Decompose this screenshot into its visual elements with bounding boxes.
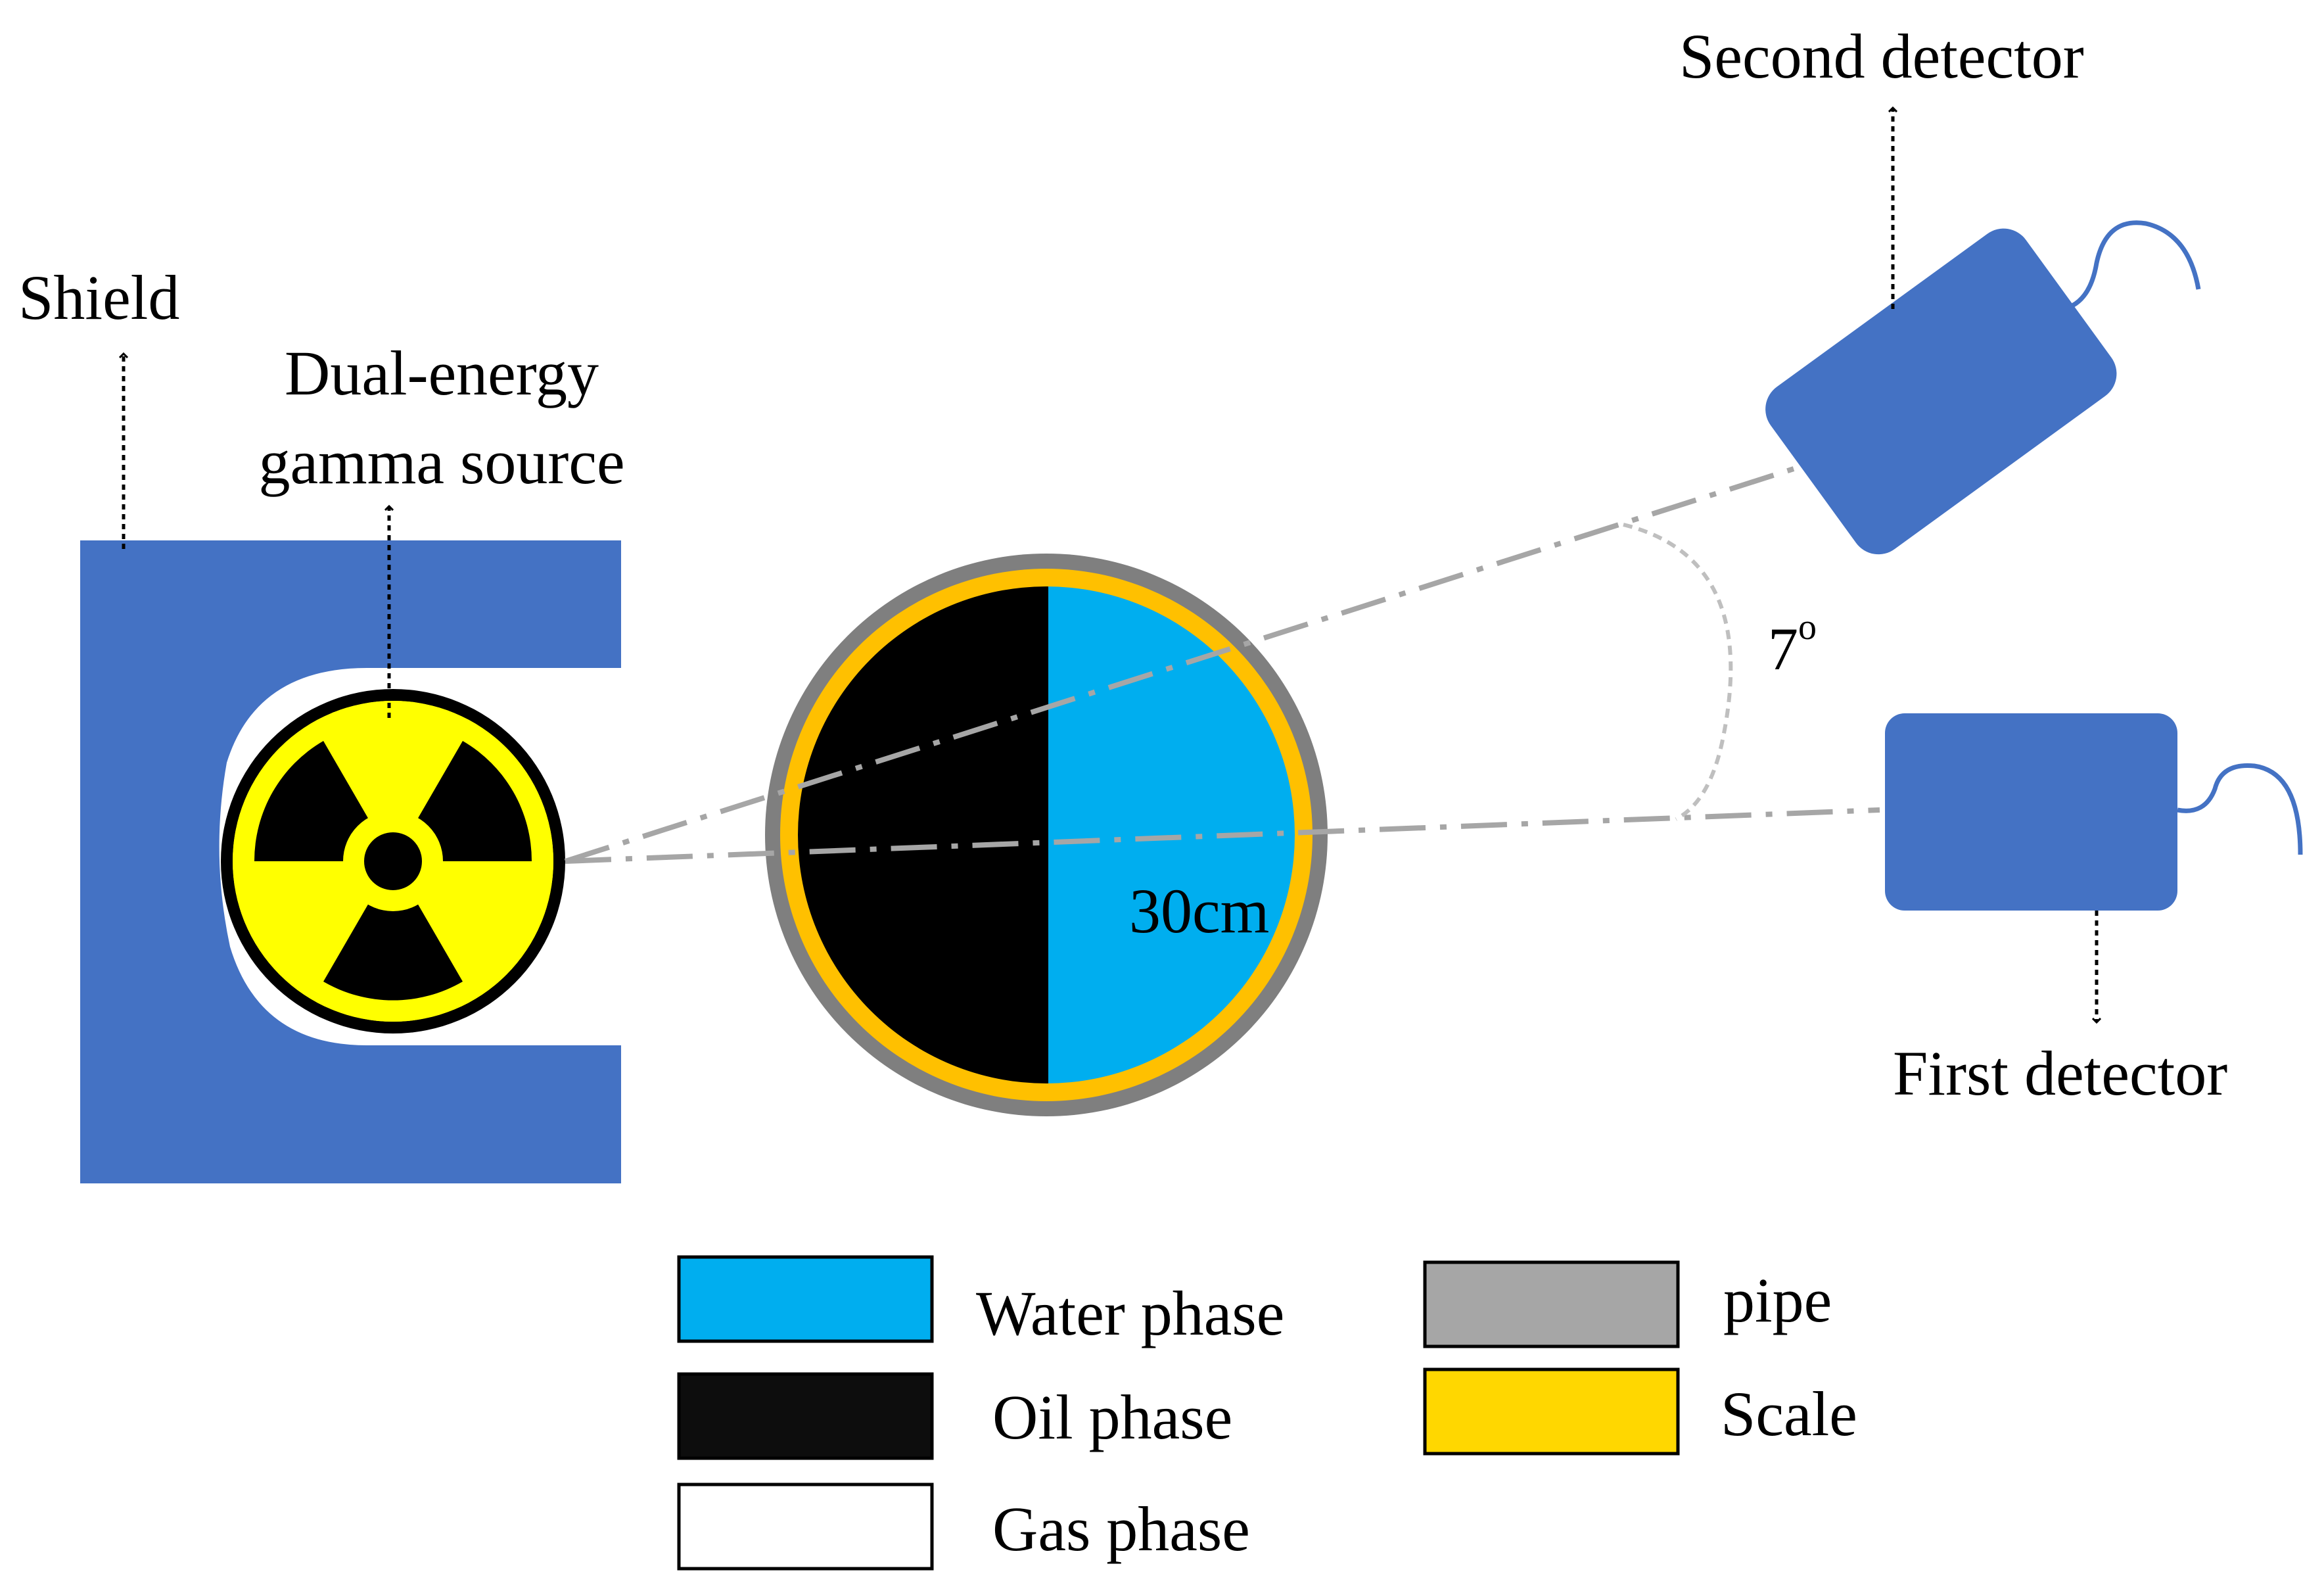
legend-swatch-water-phase <box>677 1255 934 1343</box>
legend-swatch-oil-phase <box>677 1372 934 1460</box>
angle-degree-symbol: o <box>1798 607 1817 648</box>
legend-swatch-scale <box>1423 1367 1680 1456</box>
detector-with-cable-icon <box>1885 713 2177 911</box>
first-detector: First detector <box>1885 713 2303 1108</box>
legend-label-pipe: pipe <box>1723 1265 1832 1335</box>
first-detector-label: First detector <box>1893 1038 2227 1108</box>
detector-with-cable-icon <box>1765 228 2117 555</box>
shield-body <box>80 540 621 1183</box>
second-detector-label: Second detector <box>1679 21 2084 91</box>
legend-swatch-pipe <box>1423 1260 1680 1348</box>
second-detector: Second detector <box>1679 21 2201 555</box>
shield <box>80 540 621 1183</box>
trefoil-fix <box>233 701 553 1022</box>
angle-value-label: 7o <box>1768 607 1817 682</box>
shield-label: Shield <box>18 262 179 333</box>
source-label-line2: gamma source <box>258 427 624 497</box>
legend-label-scale: Scale <box>1721 1379 1857 1449</box>
beam-paths <box>564 458 1880 864</box>
angle-arc <box>1623 523 1733 821</box>
pipe-diameter-label: 30cm <box>1129 876 1269 946</box>
legend-label-oil-phase: Oil phase <box>992 1382 1232 1452</box>
pipe-cross-section: 30cm <box>765 554 1328 1116</box>
second-detector-cable <box>2062 220 2201 312</box>
legend-label-gas-phase: Gas phase <box>992 1494 1250 1564</box>
oil-phase-region <box>798 586 1048 1083</box>
source-label-line1: Dual-energy <box>285 338 599 408</box>
beam-to-second-detector <box>564 458 1822 864</box>
legend-label-water-phase: Water phase <box>976 1278 1284 1348</box>
legend-swatch-gas-phase <box>677 1483 934 1571</box>
beam-to-first-detector <box>565 807 1880 864</box>
first-detector-cable <box>2177 763 2303 855</box>
